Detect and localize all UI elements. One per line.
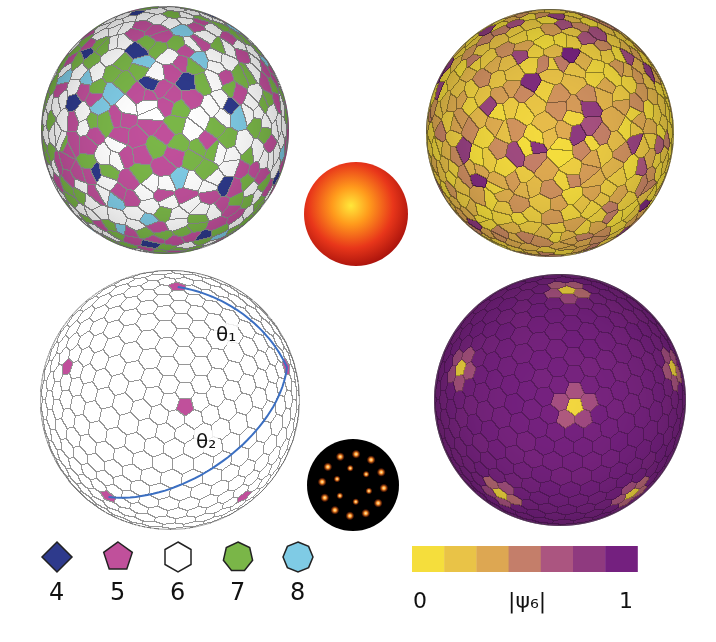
angle-label: θ₂ bbox=[194, 430, 218, 452]
diffraction-spot bbox=[334, 476, 341, 483]
legend-swatch bbox=[42, 542, 72, 572]
diffraction-spot bbox=[320, 493, 329, 502]
diffraction-spot bbox=[323, 462, 332, 471]
colorbar-block bbox=[541, 546, 574, 572]
colorbar-block bbox=[444, 546, 477, 572]
legend-label: 6 bbox=[170, 579, 185, 605]
diffraction-spot bbox=[352, 450, 361, 459]
coordination-sphere bbox=[39, 4, 291, 256]
colorbar-block bbox=[476, 546, 509, 572]
legend-label: 5 bbox=[110, 579, 125, 605]
diffraction-spot bbox=[374, 499, 383, 508]
diffraction-spot bbox=[367, 455, 376, 464]
angle-arc bbox=[178, 287, 287, 367]
diffraction-spot bbox=[379, 484, 388, 493]
colorbar-block bbox=[573, 546, 606, 572]
legend-label: 7 bbox=[230, 579, 245, 605]
legend-label: 8 bbox=[290, 579, 305, 605]
diffraction-spot bbox=[377, 468, 386, 477]
legend-swatch bbox=[104, 542, 133, 569]
diffraction-pattern bbox=[307, 439, 399, 531]
legend-swatch bbox=[283, 542, 313, 572]
angle-arc bbox=[109, 367, 288, 498]
diffraction-spot bbox=[352, 498, 359, 505]
colorbar-label: 1 bbox=[619, 589, 633, 613]
density-ball bbox=[304, 162, 408, 266]
diffraction-spot bbox=[330, 506, 339, 515]
legend-swatch bbox=[165, 542, 191, 572]
colorbar-block bbox=[509, 546, 542, 572]
diffraction-spot bbox=[345, 511, 354, 520]
crystal-order-sphere bbox=[432, 272, 688, 528]
diffraction-spot bbox=[365, 487, 372, 494]
colorbar-block bbox=[605, 546, 638, 572]
diffraction-spot bbox=[363, 471, 370, 478]
order-parameter-sphere bbox=[424, 7, 676, 259]
diffraction-spot bbox=[336, 452, 345, 461]
colorbar-label: |ψ₆| bbox=[508, 589, 546, 613]
diffraction-spot bbox=[318, 477, 327, 486]
colorbar-label: 0 bbox=[413, 589, 427, 613]
crystal-sphere bbox=[38, 268, 302, 532]
legend-label: 4 bbox=[49, 579, 64, 605]
legend-swatch bbox=[223, 542, 252, 571]
diffraction-spot bbox=[361, 509, 370, 518]
diffraction-spot bbox=[336, 492, 343, 499]
diffraction-spot bbox=[347, 465, 354, 472]
angle-label: θ₁ bbox=[214, 323, 238, 345]
colorbar-block bbox=[412, 546, 445, 572]
